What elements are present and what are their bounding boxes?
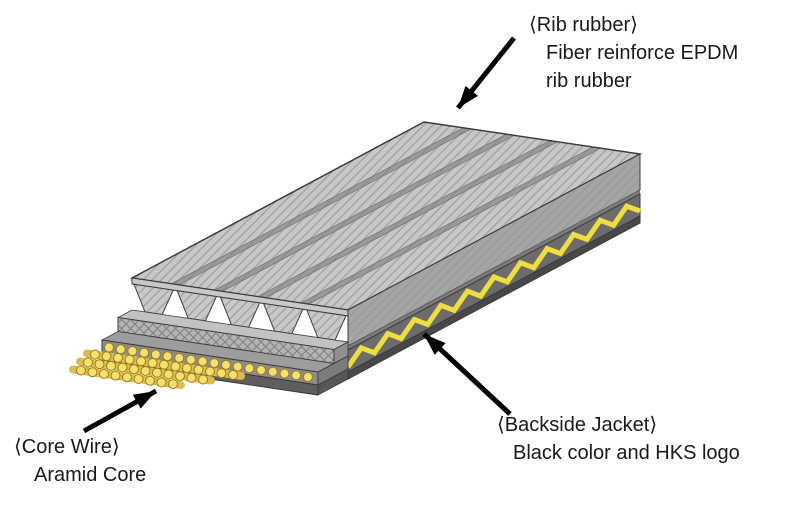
rib-rubber-arrow	[456, 36, 516, 110]
core-wire	[140, 366, 151, 376]
rib-tooth-hatch	[220, 297, 260, 328]
core-wire	[127, 346, 138, 356]
core-wire	[87, 367, 98, 378]
label-core-wire-title: ⟨Core Wire⟩	[14, 436, 120, 458]
core-wire	[228, 369, 238, 380]
label-rib-rubber-title: ⟨Rib rubber⟩	[529, 14, 638, 36]
core-wire	[115, 344, 126, 355]
core-wire	[101, 351, 112, 362]
core-wire	[106, 360, 116, 371]
core-wire	[133, 374, 144, 384]
core-wire	[197, 356, 208, 367]
label-backside-jacket-line2: Black color and HKS logo	[513, 442, 740, 464]
backing-layer-step-side	[317, 368, 349, 396]
core-wire	[162, 351, 173, 362]
core-wire	[174, 352, 185, 363]
annotation-arrows	[82, 36, 516, 434]
core-wire	[90, 349, 100, 360]
front-face-top-band	[131, 277, 349, 317]
core-wires-frayed-bundle	[69, 349, 245, 390]
core-wire	[256, 365, 267, 376]
core-wire	[99, 368, 109, 379]
rib-tooth-hatch	[177, 290, 217, 321]
core-wire	[76, 365, 86, 376]
side-face-upper-hatch	[348, 154, 640, 346]
rib-surface-hatch	[132, 122, 640, 310]
core-wires-row	[104, 342, 313, 382]
label-core-wire-line2: Aramid Core	[34, 464, 146, 486]
core-wire	[205, 366, 215, 377]
core-wire	[279, 368, 290, 379]
rib-tooth-hatch	[306, 309, 346, 341]
belt	[69, 121, 643, 396]
core-wire	[168, 379, 178, 390]
core-wire	[147, 358, 158, 368]
core-wire	[163, 369, 174, 380]
label-rib-rubber-line3: rib rubber	[546, 70, 632, 92]
core-wire	[124, 354, 135, 365]
core-wire	[129, 364, 139, 375]
core-wire	[198, 374, 208, 385]
side-face-divider	[348, 190, 640, 350]
core-wire	[193, 364, 204, 375]
core-wire	[221, 359, 231, 370]
core-wire	[117, 362, 128, 373]
core-wire	[156, 377, 167, 388]
core-wire	[122, 372, 132, 383]
core-wire	[139, 347, 150, 358]
label-rib-rubber-line2: Fiber reinforce EPDM	[546, 42, 738, 64]
core-wire	[159, 359, 169, 370]
core-wire	[216, 368, 227, 379]
annotation-labels: ⟨Rib rubber⟩ Fiber reinforce EPDM rib ru…	[14, 14, 740, 486]
rib-tooth-hatch	[263, 303, 303, 334]
label-backside-jacket-title: ⟨Backside Jacket⟩	[497, 414, 657, 436]
core-wire	[152, 367, 162, 378]
hks-logo-zigzag	[345, 203, 641, 369]
core-wire	[83, 357, 93, 368]
core-wire	[232, 361, 243, 372]
backside-jacket-logo-stripe	[345, 203, 641, 369]
core-wire	[209, 358, 220, 369]
core-wire	[94, 359, 105, 370]
core-wire	[104, 342, 114, 353]
core-wire	[110, 370, 121, 381]
core-wire	[291, 370, 302, 381]
core-wire	[145, 375, 155, 386]
core-wire	[244, 363, 255, 374]
core-wire	[185, 354, 196, 365]
core-wire	[175, 371, 185, 382]
core-wire	[113, 352, 123, 363]
core-wire	[150, 349, 161, 360]
adhesion-band-crosshatch	[118, 317, 334, 364]
core-wire-arrow	[82, 388, 158, 434]
core-wire	[136, 356, 146, 367]
core-wire	[170, 361, 181, 372]
core-wire	[267, 366, 278, 377]
core-wire	[186, 372, 197, 383]
core-wire	[182, 363, 192, 374]
rib-tooth-hatch	[134, 284, 174, 315]
backside-jacket-arrow	[422, 332, 512, 416]
core-wire	[302, 372, 313, 382]
